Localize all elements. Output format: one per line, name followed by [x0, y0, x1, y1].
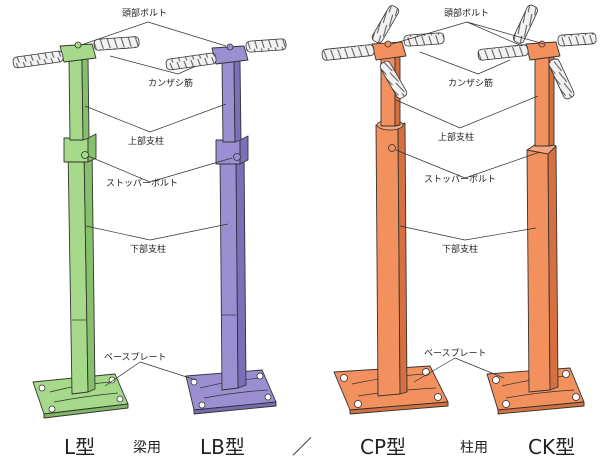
l-type-support: [12, 36, 140, 419]
label-head-bolt-left: 頭部ボルト: [122, 7, 167, 19]
head-lb: [165, 38, 287, 71]
stopper-sleeve-lb: [215, 135, 249, 165]
captions: L型 梁用 LB型 ／ CP型 柱用 CK型: [64, 435, 575, 459]
lower-post-l: [67, 146, 96, 395]
label-lower-post-left: 下部支柱: [130, 243, 166, 255]
label-upper-post-left: 上部支柱: [128, 135, 164, 147]
cp-type-support: [321, 5, 449, 415]
head-l: [12, 36, 140, 69]
callout-labels: 頭部ボルト カンザシ筋 上部支柱 ストッパーボルト 下部支柱 ベースプレート 頭…: [104, 7, 496, 363]
label-base-plate-left: ベースプレート: [104, 352, 167, 363]
caption-separator: ／: [292, 435, 312, 459]
caption-column-use: 柱用: [460, 440, 488, 456]
caption-ck-type: CK型: [528, 435, 575, 459]
lower-post-lb: [219, 151, 247, 391]
caption-lb-type: LB型: [200, 435, 245, 459]
label-stopper-bolt-left: ストッパーボルト: [106, 178, 178, 189]
lb-type-support: [165, 38, 287, 415]
label-head-bolt-right: 頭部ボルト: [444, 7, 489, 19]
upper-post-ck: [534, 53, 555, 147]
label-lower-post-right: 下部支柱: [442, 243, 478, 255]
upper-post-l: [68, 57, 90, 141]
head-cp: [321, 5, 445, 99]
label-kanzashi-right: カンザシ筋: [448, 77, 493, 89]
label-base-plate-right: ベースプレート: [424, 348, 487, 359]
stopper-sleeve-l: [63, 133, 97, 163]
caption-l-type: L型: [64, 435, 95, 459]
base-plate-lb: [185, 369, 277, 415]
ck-type-support: [477, 4, 597, 415]
label-kanzashi-left: カンザシ筋: [148, 77, 193, 89]
leader-lines: [83, 21, 545, 387]
caption-beam-use: 梁用: [133, 440, 161, 456]
caption-cp-type: CP型: [360, 435, 406, 459]
label-stopper-bolt-right: ストッパーボルト: [424, 174, 496, 185]
head-ck: [477, 4, 597, 100]
upper-post-lb: [221, 59, 242, 143]
lower-post-ck: [526, 139, 559, 393]
lower-post-cp: [375, 119, 408, 397]
label-upper-post-right: 上部支柱: [438, 131, 474, 143]
